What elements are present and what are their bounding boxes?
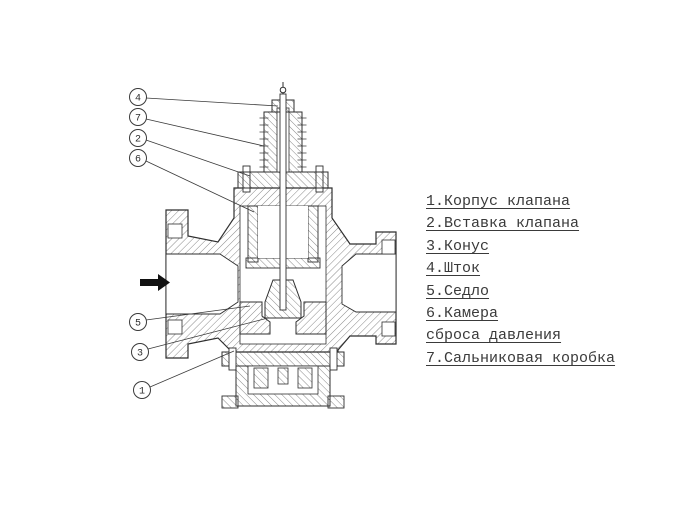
valve-seat-section	[239, 301, 327, 335]
legend-item-2: 2.Вставка клапана	[426, 215, 580, 233]
stem-tip-ball	[279, 86, 287, 94]
legend-item-4: 4.Шток	[426, 260, 481, 278]
callout-1: 1	[133, 381, 151, 399]
leader-line-5	[145, 305, 251, 321]
legend-item-3: 3.Конус	[426, 237, 490, 255]
right-flange-bolt-slot-bottom	[381, 321, 396, 337]
callout-1-number: 1	[139, 387, 145, 398]
callout-5-number: 5	[135, 319, 141, 330]
callout-bubbles: 4 7 2 6 5 3 1	[129, 88, 151, 399]
parts-legend: 1.Корпус клапана 2.Вставка клапана 3.Кон…	[426, 191, 615, 370]
callout-4-number: 4	[135, 94, 141, 105]
callout-2-number: 2	[135, 135, 141, 146]
bottom-cap-section	[221, 347, 345, 409]
leader-line-4	[145, 97, 279, 107]
left-pipe-bore	[165, 253, 239, 315]
right-flange-bolt-slot-top	[381, 239, 396, 255]
seat-left-block	[239, 301, 271, 335]
leader-line-3	[147, 317, 269, 350]
legend-item-1: 1.Корпус клапана	[426, 193, 571, 210]
callout-3: 3	[131, 343, 149, 361]
legend-item-6-line1: 6.Камера	[426, 305, 499, 323]
callout-4: 4	[129, 88, 147, 106]
cap-foot-right	[327, 395, 345, 409]
right-pipe-bore	[341, 253, 397, 313]
callout-5: 5	[129, 313, 147, 331]
callout-7: 7	[129, 108, 147, 126]
valve-stem-section	[279, 82, 287, 311]
flow-direction-arrow-icon	[140, 274, 170, 291]
valve-stem	[279, 93, 287, 311]
legend-item-5: 5.Седло	[426, 282, 490, 300]
leader-line-2	[145, 139, 251, 177]
left-flange-bolt-slot-top	[167, 223, 183, 239]
leader-line-7	[145, 118, 265, 147]
cap-stud-left	[228, 347, 237, 371]
seat-right-block	[295, 301, 327, 335]
cap-foot-left	[221, 395, 239, 409]
stuffing-box-thread-ribs	[259, 117, 307, 168]
legend-item-7: 7.Сальниковая коробка	[426, 349, 616, 367]
cap-boss-right	[297, 367, 313, 389]
leader-line-6	[145, 160, 255, 213]
callout-6-number: 6	[135, 155, 141, 166]
cap-stud-right	[329, 347, 338, 371]
callout-3-number: 3	[137, 349, 143, 360]
cap-flange	[221, 351, 345, 367]
cap-boss-left	[253, 367, 269, 389]
callout-6: 6	[129, 149, 147, 167]
cap-center-hub	[277, 367, 289, 385]
legend-item-6-line2: сброса давления	[426, 327, 562, 345]
callout-7-number: 7	[135, 114, 141, 125]
insert-left-wall	[247, 205, 259, 263]
callout-leader-lines	[145, 97, 279, 388]
callout-2: 2	[129, 129, 147, 147]
left-flange-bolt-slot-bottom	[167, 319, 183, 335]
insert-right-wall	[307, 205, 319, 263]
leader-line-1	[149, 350, 235, 388]
